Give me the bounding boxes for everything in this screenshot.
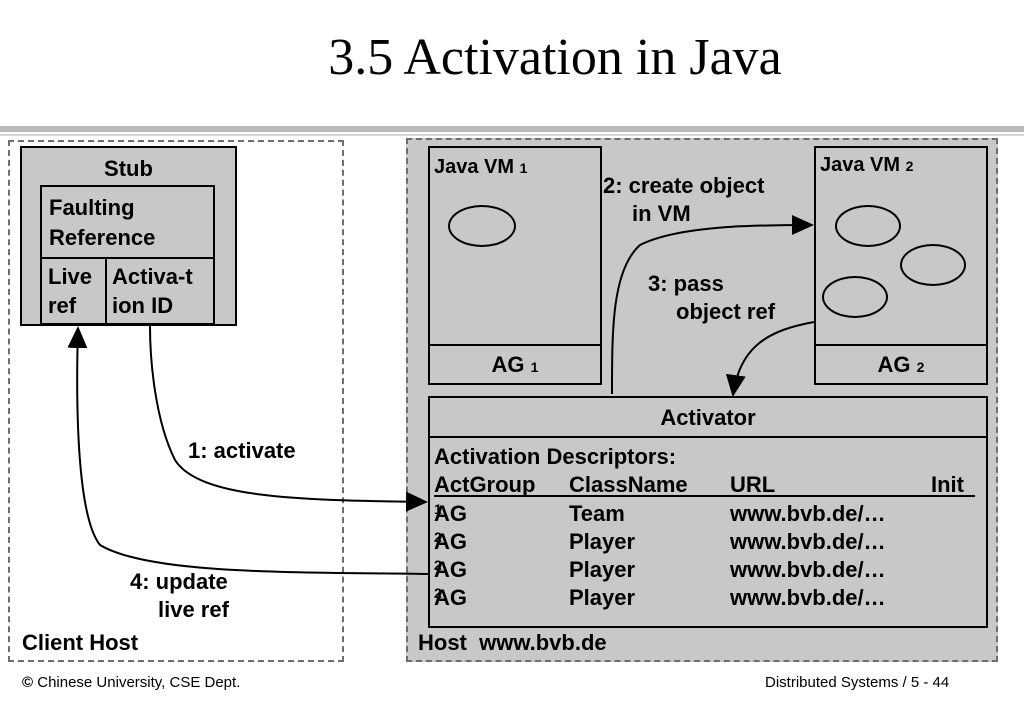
activator-title: Activator [660,405,756,430]
descriptor-row: AG 2 Player www.bvb.de/… [434,529,994,558]
row-class: Team [569,501,625,526]
vm-2-object-ellipse-1 [835,205,901,247]
row-url: www.bvb.de/… [730,501,886,526]
java-vm-2-label: Java VM 2 [820,154,913,177]
row-group-text: AG [434,585,467,610]
step-4-label-line1: 4: update [130,569,228,594]
vm-2-object-ellipse-3 [822,276,888,318]
col-url: URL [730,472,776,497]
step-3-label-line1: 3: pass [648,271,724,296]
footer-right: Distributed Systems / 5 - 44 [765,674,950,691]
descriptor-header-row: ActGroup ClassName URL Init [434,472,994,501]
activation-descriptors-label: Activation Descriptors: [434,444,677,469]
java-vm-1-label: Java VM 1 [434,156,527,179]
live-ref-label: Live ref [48,264,93,318]
row-group-subscript: 1 [434,501,442,517]
activation-id-cell [105,257,215,325]
row-class: Player [569,557,636,582]
col-actgroup: ActGroup [434,472,536,497]
client-host-region [8,140,344,662]
ag-1-label: AG 1 [428,352,602,377]
live-ref-cell [40,257,107,325]
ag-2-cell [814,344,988,385]
java-vm-2-subscript: 2 [905,158,914,174]
title-rule [0,126,1024,132]
activate-arrow [149,325,428,512]
row-class: Player [569,585,636,610]
update-live-ref-arrow [67,326,429,575]
create-object-arrow [611,215,814,395]
row-group-subscript: 2 [434,585,442,601]
step-4-label-line2: live ref [158,597,229,622]
java-vm-1-subscript: 1 [519,160,528,176]
ag-1-text: AG [491,352,525,377]
row-group-text: AG [434,557,467,582]
footer-left: © Chinese University, CSE Dept. [22,674,240,691]
java-vm-2-text: Java VM [820,154,901,176]
ag-2-subscript: 2 [916,359,925,375]
server-host-label: Host www.bvb.de [418,630,607,655]
footer-left-text: Chinese University, CSE Dept. [37,674,241,691]
ag-2-text: AG [877,352,911,377]
ag-1-cell [428,344,602,385]
row-url: www.bvb.de/… [730,557,886,582]
descriptor-row: AG 2 Player www.bvb.de/… [434,585,994,614]
slide-title: 3.5 Activation in Java [328,29,782,86]
row-class: Player [569,529,636,554]
activation-id-label: Activa-tion ID [112,264,193,318]
pass-ref-arrow [725,321,815,397]
title-rule-thin [0,134,1024,136]
vm-1-object-ellipse [448,205,516,247]
row-group-subscript: 2 [434,529,442,545]
descriptor-row: AG 2 Player www.bvb.de/… [434,557,994,586]
ag-1-subscript: 1 [530,359,539,375]
step-1-label: 1: activate [188,438,296,463]
descriptor-table: ActGroup ClassName URL Init AG 1 Team ww… [434,472,979,617]
row-group-text: AG [434,501,467,526]
row-url: www.bvb.de/… [730,529,886,554]
col-init: Init [931,472,964,497]
client-host-label: Client Host [22,630,139,655]
row-url: www.bvb.de/… [730,585,886,610]
step-3-label-line2: object ref [676,299,776,324]
row-group-text: AG [434,529,467,554]
descriptor-row: AG 1 Team www.bvb.de/… [434,501,994,530]
col-classname: ClassName [569,472,688,497]
copyright-icon: © [22,674,34,691]
java-vm-1-text: Java VM [434,156,515,178]
step-2-label-line1: 2: create object [603,173,765,198]
vm-2-object-ellipse-2 [900,244,966,286]
step-2-label-line2: in VM [632,201,691,226]
ag-2-label: AG 2 [814,352,988,377]
stub-label: Stub [104,156,153,181]
activator-title-cell [428,396,988,438]
faulting-reference-label: Faulting Reference [49,195,156,250]
row-group-subscript: 2 [434,557,442,573]
